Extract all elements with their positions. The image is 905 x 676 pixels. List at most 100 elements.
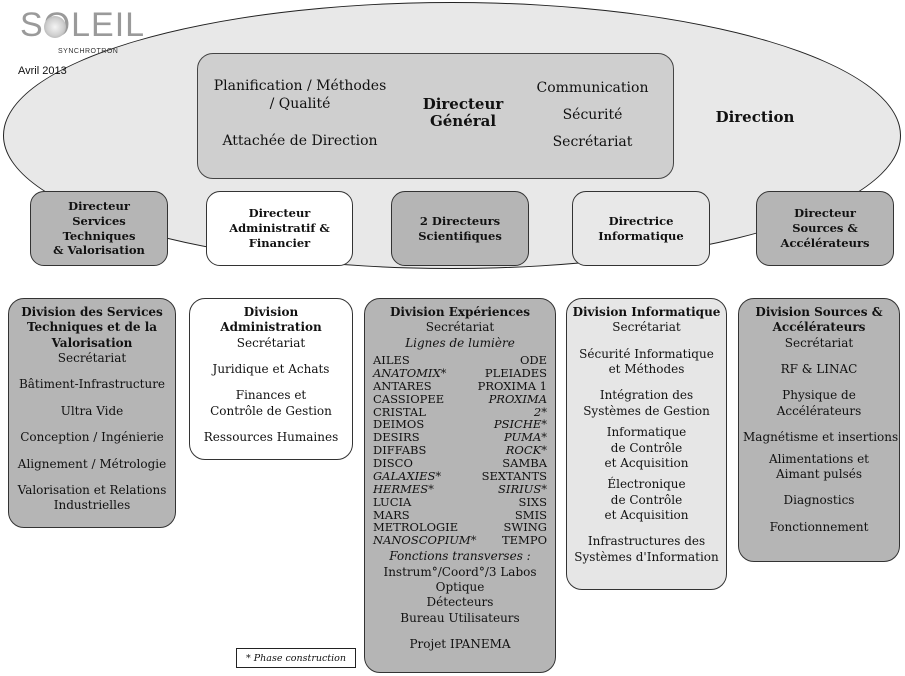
beamline: MARS	[373, 507, 410, 522]
division-item: Fonctionnement	[769, 519, 869, 534]
beamline: SMIS	[514, 507, 547, 522]
beamline: SEXTANTS	[481, 468, 547, 483]
division-item: Électronique	[607, 477, 686, 492]
division-item: Secrétariat	[425, 320, 495, 335]
direction-inner-box	[197, 53, 674, 179]
dg-line1: Directeur	[422, 95, 504, 113]
beamline: METROLOGIE	[373, 520, 459, 535]
division-item: Alignement / Métrologie	[17, 456, 167, 471]
beamline: ODE	[519, 353, 547, 368]
dir-line: Services	[72, 213, 126, 228]
division-item: et Acquisition	[604, 507, 689, 522]
division-item: Ressources Humaines	[203, 430, 339, 445]
directors-scientifiques: 2 Directeurs Scientifiques	[391, 191, 529, 266]
division-title: Division des Services	[21, 305, 163, 319]
logo-word: SOLEIL	[20, 6, 146, 44]
division-item: Valorisation et Relations	[17, 482, 167, 497]
securite-label: Sécurité	[562, 107, 623, 123]
sun-icon	[44, 16, 66, 38]
beamline: PLEIADES	[484, 365, 547, 380]
division-item: et Acquisition	[604, 455, 689, 470]
division-item: Ultra Vide	[60, 403, 124, 418]
communication-label: Communication	[536, 80, 649, 96]
beamline: LUCIA	[373, 494, 412, 509]
division-administration: Division Administration Secrétariat Juri…	[189, 298, 353, 460]
dg-line2: Général	[429, 111, 497, 130]
division-item: Infrastructures des	[587, 534, 706, 549]
division-item: Magnétisme et insertions	[743, 430, 899, 445]
beamlines-grid: AILES ANATOMIX* ANTARES CASSIOPEE CRISTA…	[369, 354, 551, 547]
beamline: DEIMOS	[373, 417, 425, 432]
beamline: AILES	[373, 353, 410, 368]
division-item: Informatique	[606, 425, 687, 440]
division-item: Aimant pulsés	[775, 466, 863, 481]
division-item: Conception / Ingénierie	[20, 430, 164, 445]
division-item: Accélérateurs	[776, 403, 862, 418]
division-item: Secrétariat	[236, 335, 306, 350]
division-item: Secrétariat	[612, 320, 681, 335]
beamline: CRISTAL	[373, 404, 426, 419]
division-item: Secrétariat	[784, 335, 854, 350]
dir-line: Directrice	[608, 213, 674, 228]
beamline: ANTARES	[373, 378, 432, 393]
dir-line: Administratif &	[229, 221, 330, 236]
division-item: Industrielles	[53, 498, 131, 513]
director-sources: Directeur Sources & Accélérateurs	[756, 191, 894, 266]
beamline: SWING	[503, 520, 548, 535]
division-sources-accelerateurs: Division Sources & Accélérateurs Secréta…	[738, 298, 900, 562]
beamline: SIXS	[518, 494, 548, 509]
beamlines-title: Lignes de lumière	[405, 335, 515, 350]
beamline: CASSIOPEE	[373, 391, 445, 406]
division-title: Accélérateurs	[772, 320, 866, 335]
soleil-logo: SOLEIL SYNCHROTRON	[12, 6, 144, 58]
division-title: Division Expériences	[390, 305, 530, 319]
beamline: PROXIMA 1	[477, 378, 547, 393]
beamline: TEMPO	[501, 533, 547, 548]
dir-line: Scientifiques	[418, 228, 502, 243]
logo-subtitle: SYNCHROTRON	[58, 48, 119, 55]
attachee-label: Attachée de Direction	[222, 133, 378, 149]
beamline: SAMBA	[502, 456, 547, 471]
footnote-phase-construction: * Phase construction	[236, 648, 356, 668]
dir-line: 2 Directeurs	[419, 213, 501, 228]
dir-line: Financier	[248, 235, 311, 250]
division-item: Finances et	[235, 388, 307, 403]
division-item: Alimentations et	[768, 451, 870, 466]
beamline: ROCK*	[505, 443, 547, 458]
division-item: Intégration des	[599, 388, 694, 403]
director-administratif: Directeur Administratif & Financier	[206, 191, 353, 266]
directeur-general-label: Directeur Général	[398, 96, 528, 129]
division-item: Systèmes de Gestion	[583, 403, 710, 418]
dir-line: Directeur	[794, 206, 856, 221]
beamline: NANOSCOPIUM*	[373, 533, 477, 548]
transverse-title: Fonctions transverses :	[389, 549, 531, 564]
division-title: Division Informatique	[572, 305, 721, 319]
division-item: Secrétariat	[57, 351, 127, 366]
beamline: GALAXIES*	[373, 468, 442, 483]
division-informatique: Division Informatique Secrétariat Sécuri…	[566, 298, 727, 590]
division-title: Valorisation	[51, 335, 133, 350]
division-title: Techniques et de la	[26, 320, 158, 335]
division-item: Bâtiment-Infrastructure	[18, 377, 166, 392]
transverse-item: Bureau Utilisateurs	[400, 610, 520, 625]
beamline: DIFFABS	[373, 443, 427, 458]
division-item: Juridique et Achats	[212, 362, 330, 377]
division-title: Administration	[220, 320, 322, 335]
planification-line2: / Qualité	[269, 95, 331, 112]
beamline: DESIRS	[373, 430, 420, 445]
dir-line: & Valorisation	[53, 243, 145, 258]
beamlines-left-column: AILES ANATOMIX* ANTARES CASSIOPEE CRISTA…	[373, 354, 476, 547]
division-item: Diagnostics	[783, 493, 855, 508]
beamline: PROXIMA 2*	[488, 391, 547, 419]
division-services-techniques: Division des Services Techniques et de l…	[8, 298, 176, 528]
division-title: Division	[243, 305, 299, 319]
division-title: Division Sources &	[755, 305, 883, 319]
dir-line: Directeur	[248, 206, 311, 221]
dir-line: Accélérateurs	[780, 235, 870, 250]
date-label: Avril 2013	[18, 65, 67, 77]
beamline: PUMA*	[503, 430, 547, 445]
division-item: de Contrôle	[610, 492, 683, 507]
beamlines-right-column: ODE PLEIADES PROXIMA 1 PROXIMA 2* PSICHE…	[476, 354, 547, 547]
planification-line1: Planification / Méthodes	[213, 78, 387, 94]
dir-line: Techniques	[62, 228, 136, 243]
